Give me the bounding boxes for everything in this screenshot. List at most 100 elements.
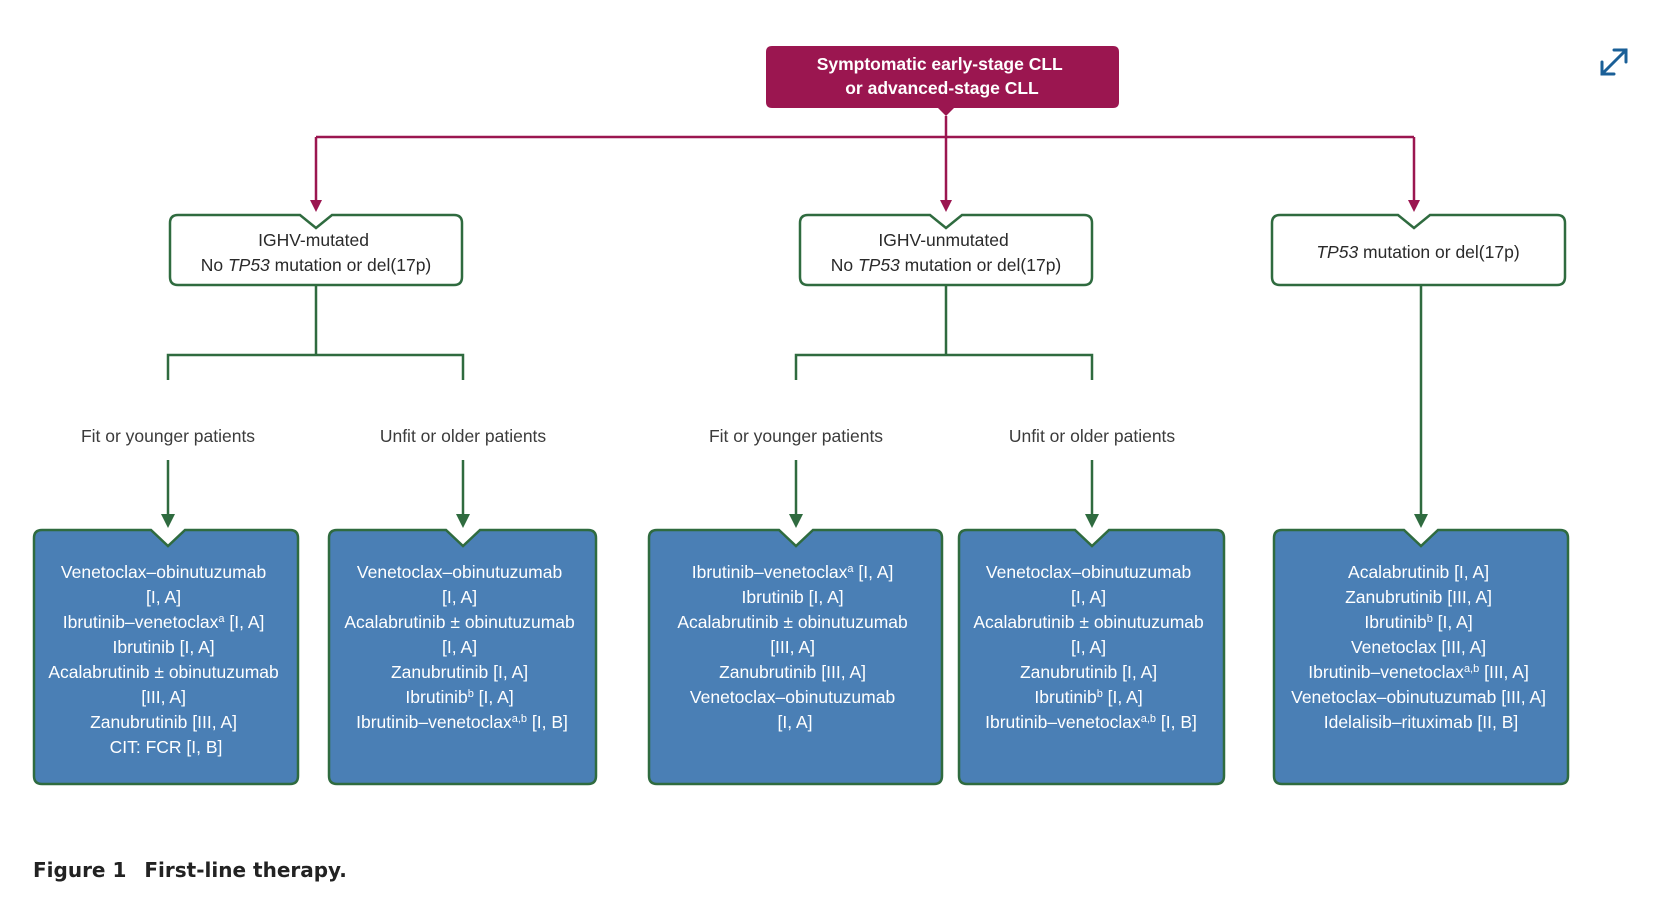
therapy-5-line-5-post: [III, A]	[1479, 662, 1529, 682]
therapy-3-line-1-sup: a	[847, 563, 854, 575]
therapy-1-line-3: Ibrutinib–venetoclax	[63, 612, 219, 632]
therapy-4-line-7: Ibrutinib–venetoclax	[985, 712, 1141, 732]
split-branch-1	[166, 353, 465, 380]
therapy-1-line-7: Zanubrutinib [III, A]	[90, 712, 237, 732]
therapy-2-line-5: Zanubrutinib [I, A]	[391, 662, 528, 682]
therapy-2-line-3: Acalabrutinib ± obinutuzumab	[344, 612, 574, 632]
therapy-1-line-8: CIT: FCR [I, B]	[110, 737, 223, 757]
branch-box-2	[798, 213, 1094, 287]
figure-caption: Figure 1 First-line therapy.	[33, 858, 347, 882]
branch-1-line-2-italic: TP53	[228, 255, 270, 275]
therapy-box-1: Venetoclax–obinutuzumab [I, A] Ibrutinib…	[32, 528, 300, 786]
therapy-1-line-6: [III, A]	[141, 687, 186, 707]
root-line-1: Symptomatic early-stage CLL	[817, 54, 1063, 74]
green-connectors	[161, 285, 1428, 528]
svg-text:IGHV-mutated No TP53 mut: IGHV-mutated No TP53 mutation or del(17p…	[201, 230, 432, 275]
therapy-2-line-7: Ibrutinib–venetoclax	[356, 712, 512, 732]
therapy-2-line-1: Venetoclax–obinutuzumab	[357, 562, 562, 582]
therapy-4-line-4: [I, A]	[1071, 637, 1106, 657]
therapy-1-line-3-sup: a	[218, 613, 225, 625]
therapy-3-line-1-post: [I, A]	[854, 562, 894, 582]
svg-text:Venetoclax–obinutuzumab: Venetoclax–obinutuzumab [I, A] Acalabrut…	[344, 562, 579, 732]
therapy-4-line-6: Ibrutinib	[1034, 687, 1096, 707]
therapy-4-line-7-sup: a,b	[1141, 713, 1156, 725]
patient-labels: Fit or younger patients Unfit or older p…	[81, 426, 1175, 446]
therapy-5-line-3-sup: b	[1427, 613, 1433, 625]
svg-text:Venetoclax–obinutuzumab: Venetoclax–obinutuzumab [I, A] Acalabrut…	[973, 562, 1208, 732]
therapy-1-line-2: [I, A]	[146, 587, 181, 607]
root-connectors	[310, 116, 1420, 212]
therapy-5-line-3-post: [I, A]	[1433, 612, 1473, 632]
root-line-2: or advanced-stage CLL	[845, 78, 1039, 98]
branch-node-3: TP53 mutation or del(17p)	[1270, 213, 1567, 287]
svg-text:Venetoclax–obinutuzumab: Venetoclax–obinutuzumab [I, A] Ibrutinib…	[48, 562, 283, 757]
therapy-1-line-4: Ibrutinib [I, A]	[112, 637, 214, 657]
therapy-5-line-6: Venetoclax–obinutuzumab [III, A]	[1291, 687, 1546, 707]
therapy-1-line-3-post: [I, A]	[225, 612, 265, 632]
therapy-2-line-6-sup: b	[468, 688, 474, 700]
therapy-box-2: Venetoclax–obinutuzumab [I, A] Acalabrut…	[327, 528, 598, 786]
therapy-1-line-5: Acalabrutinib ± obinutuzumab	[48, 662, 278, 682]
therapy-3-line-4: [III, A]	[770, 637, 815, 657]
root-node: Symptomatic early-stage CLL or advanced-…	[766, 46, 1119, 116]
therapy-3-line-1: Ibrutinib–venetoclax	[692, 562, 848, 582]
branch-3-line-1-post: mutation or del(17p)	[1358, 242, 1519, 262]
therapy-3-line-2: Ibrutinib [I, A]	[741, 587, 843, 607]
root-title: Symptomatic early-stage CLL or advanced-…	[817, 54, 1068, 98]
therapy-4-line-5: Zanubrutinib [I, A]	[1020, 662, 1157, 682]
therapy-3-line-3: Acalabrutinib ± obinutuzumab	[677, 612, 907, 632]
branch-1-line-2-pre: No	[201, 255, 228, 275]
therapy-2-line-4: [I, A]	[442, 637, 477, 657]
therapy-5-line-2: Zanubrutinib [III, A]	[1345, 587, 1492, 607]
therapy-5-line-1: Acalabrutinib [I, A]	[1348, 562, 1489, 582]
therapy-2-line-6: Ibrutinib	[405, 687, 467, 707]
therapy-1-line-1: Venetoclax–obinutuzumab	[61, 562, 266, 582]
patient-label-3: Fit or younger patients	[709, 426, 883, 446]
figure-number: Figure 1	[33, 858, 127, 882]
therapy-3-line-6: Venetoclax–obinutuzumab	[690, 687, 895, 707]
split-branch-2	[794, 353, 1094, 380]
therapy-4-line-6-sup: b	[1097, 688, 1103, 700]
branch-box-1	[168, 213, 464, 287]
branch-node-1: IGHV-mutated No TP53 mutation or del(17p…	[168, 213, 464, 287]
therapy-5-line-3: Ibrutinib	[1364, 612, 1426, 632]
therapy-4-line-1: Venetoclax–obinutuzumab	[986, 562, 1191, 582]
therapy-3-line-7: [I, A]	[777, 712, 812, 732]
branch-2-line-2-post: mutation or del(17p)	[900, 255, 1061, 275]
branch-1-line-1: IGHV-mutated	[258, 230, 369, 250]
therapy-5-line-7: Idelalisib–rituximab [II, B]	[1324, 712, 1519, 732]
branch-1-line-2-post: mutation or del(17p)	[270, 255, 431, 275]
therapy-5-line-5: Ibrutinib–venetoclax	[1308, 662, 1464, 682]
therapy-2-line-2: [I, A]	[442, 587, 477, 607]
figure-title: First-line therapy.	[144, 858, 347, 882]
branch-2-line-2-pre: No	[831, 255, 858, 275]
branch-2-line-1: IGHV-unmutated	[878, 230, 1008, 250]
expand-arrows-icon[interactable]	[1596, 44, 1632, 80]
patient-label-1: Fit or younger patients	[81, 426, 255, 446]
branch-node-2: IGHV-unmutated No TP53 mutation or del(1…	[798, 213, 1094, 287]
therapy-4-line-6-post: [I, A]	[1103, 687, 1143, 707]
patient-label-4: Unfit or older patients	[1009, 426, 1176, 446]
svg-text:Ibrutinib–venetoclaxa [I, A]: Ibrutinib–venetoclaxa [I, A] Ibrutinib […	[677, 562, 912, 732]
therapy-5-line-4: Venetoclax [III, A]	[1351, 637, 1486, 657]
svg-text:TP53 mutation or del(17p): TP53 mutation or del(17p)	[1316, 242, 1519, 262]
patient-label-2: Unfit or older patients	[380, 426, 547, 446]
therapy-4-line-7-post: [I, B]	[1156, 712, 1197, 732]
branch-box-3	[1270, 213, 1567, 287]
branch-3-line-1-italic: TP53	[1316, 242, 1358, 262]
therapy-4-line-3: Acalabrutinib ± obinutuzumab	[973, 612, 1203, 632]
therapy-box-3: Ibrutinib–venetoclaxa [I, A] Ibrutinib […	[647, 528, 944, 786]
branch-2-line-2-italic: TP53	[858, 255, 900, 275]
therapy-4-line-2: [I, A]	[1071, 587, 1106, 607]
therapy-3-line-5: Zanubrutinib [III, A]	[719, 662, 866, 682]
therapy-box-4: Venetoclax–obinutuzumab [I, A] Acalabrut…	[957, 528, 1226, 786]
therapy-2-line-7-post: [I, B]	[527, 712, 568, 732]
therapy-box-5: Acalabrutinib [I, A] Zanubrutinib [III, …	[1272, 528, 1570, 786]
therapy-2-line-7-sup: a,b	[512, 713, 527, 725]
therapy-5-line-5-sup: a,b	[1464, 663, 1479, 675]
svg-text:IGHV-unmutated No TP53 m: IGHV-unmutated No TP53 mutation or del(1…	[831, 230, 1062, 275]
root-box	[766, 46, 1119, 116]
therapy-2-line-6-post: [I, A]	[474, 687, 514, 707]
svg-text:Acalabrutinib [I, A] Zan: Acalabrutinib [I, A] Zanubrutinib [III, …	[1291, 562, 1551, 732]
